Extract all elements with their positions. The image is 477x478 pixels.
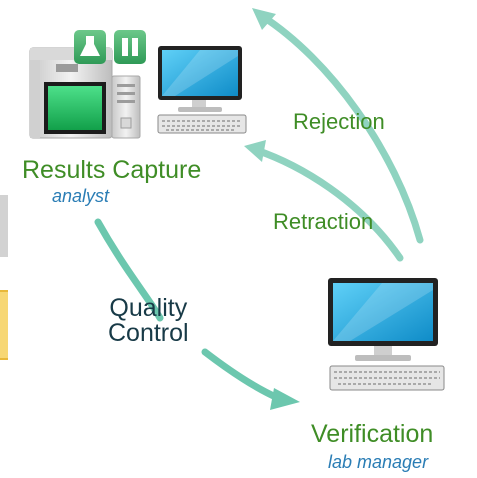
rejection-label: Rejection [293,109,385,134]
side-panel-grey [0,195,8,257]
retraction-label: Retraction [273,209,374,234]
verification-role: lab manager [328,452,429,472]
quality-control-line-2: Control [108,319,189,347]
arrow-quality-control [94,218,300,410]
keyboard-icon-results [157,114,247,134]
arrow-retraction [244,140,404,262]
side-panel-amber [0,290,8,360]
flask-icon [74,30,106,64]
monitor-icon-results [158,46,242,112]
monitor-icon-verification [328,278,438,361]
quality-control-label: Quality Control [108,296,189,346]
pause-icon [114,30,146,64]
arrow-rejection [252,8,424,244]
quality-control-line-1: Quality [109,294,188,322]
results-capture-role: analyst [52,186,110,206]
verification-title: Verification [311,420,434,448]
keyboard-icon-verification [329,365,445,391]
results-capture-title: Results Capture [22,156,202,184]
